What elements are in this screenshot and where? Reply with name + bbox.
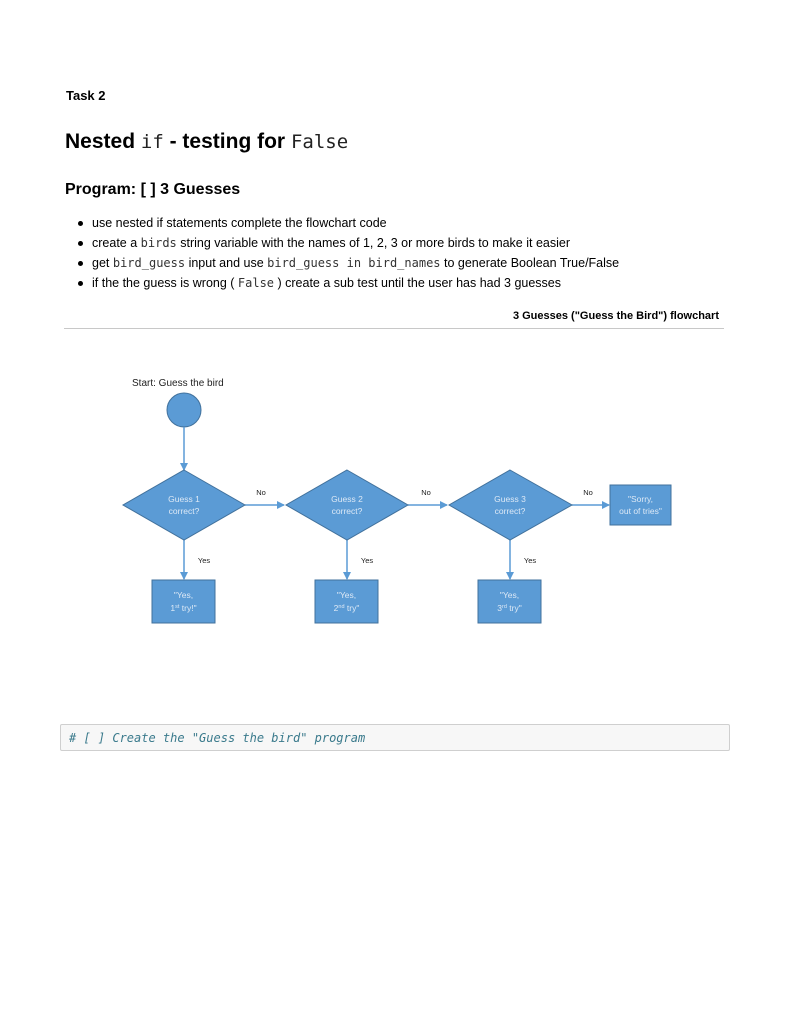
instruction-item: if the the guess is wrong ( False ) crea… [78, 273, 619, 293]
out-of-tries-line1: "Sorry, [628, 494, 653, 504]
yes-label-3: Yes [524, 556, 536, 565]
flowchart: Start: Guess the bird No No No Yes Yes Y… [121, 378, 672, 624]
result-box-2 [314, 579, 379, 624]
title-prefix: Nested [65, 130, 136, 153]
instruction-text: create a [92, 236, 141, 250]
result-3-sup: rd [502, 604, 507, 610]
instruction-text: to generate Boolean True/False [440, 256, 620, 270]
result-box-3 [477, 579, 542, 624]
yes-label-1: Yes [198, 556, 210, 565]
result-2-rest: try" [345, 603, 360, 613]
inline-code: bird_guess in bird_names [267, 256, 441, 270]
code-cell[interactable]: # [ ] Create the "Guess the bird" progra… [60, 724, 730, 751]
decision-guess-3-line2: correct? [495, 506, 526, 516]
decision-guess-2-line2: correct? [332, 506, 363, 516]
instruction-text: input and use [185, 256, 268, 270]
decision-guess-1 [121, 469, 247, 541]
decision-guess-1-line1: Guess 1 [168, 494, 200, 504]
instruction-text: string variable with the names of 1, 2, … [176, 236, 570, 250]
instruction-item: use nested if statements complete the fl… [78, 213, 619, 233]
result-1-num: 1 [170, 603, 175, 613]
no-label-2: No [421, 488, 431, 497]
instruction-list: use nested if statements complete the fl… [78, 213, 619, 293]
out-of-tries-line2: out of tries" [619, 506, 662, 516]
result-2-sup: nd [338, 604, 344, 610]
task-label: Task 2 [66, 88, 106, 103]
start-node [166, 392, 202, 428]
result-box-3-line1: "Yes, [500, 590, 519, 600]
no-label-1: No [256, 488, 266, 497]
instruction-item: create a birds string variable with the … [78, 233, 619, 253]
result-box-2-line2: 2nd try" [334, 603, 360, 613]
result-2-num: 2 [334, 603, 339, 613]
code-cell-comment: # [ ] Create the "Guess the bird" progra… [69, 731, 366, 745]
decision-guess-2-line1: Guess 2 [331, 494, 363, 504]
instruction-text: ) create a sub test until the user has h… [274, 276, 562, 290]
result-1-rest: try!" [179, 603, 196, 613]
divider [64, 328, 724, 329]
result-box-2-line1: "Yes, [337, 590, 356, 600]
decision-guess-2 [284, 469, 410, 541]
out-of-tries-box [609, 484, 672, 526]
result-box-1-line1: "Yes, [174, 590, 193, 600]
title-code-false: False [290, 131, 349, 153]
result-box-1 [151, 579, 216, 624]
inline-code: False [237, 276, 275, 290]
decision-guess-1-line2: correct? [169, 506, 200, 516]
flowchart-caption: 3 Guesses ("Guess the Bird") flowchart [512, 310, 719, 322]
inline-code: birds [140, 236, 177, 250]
result-1-sup: st [175, 604, 180, 610]
instruction-text: if the the guess is wrong ( [92, 276, 238, 290]
page-title: Nested if - testing for False [65, 130, 348, 154]
no-label-3: No [583, 488, 593, 497]
inline-code: bird_guess [112, 256, 186, 270]
instruction-text: get [92, 256, 113, 270]
program-heading: Program: [ ] 3 Guesses [65, 181, 241, 198]
yes-label-2: Yes [361, 556, 373, 565]
result-3-rest: try" [507, 603, 522, 613]
title-code-if: if [140, 131, 164, 153]
decision-guess-3 [447, 469, 574, 541]
result-box-1-line2: 1st try!" [170, 603, 196, 613]
instruction-item: get bird_guess input and use bird_guess … [78, 253, 619, 273]
title-middle: - testing for [169, 130, 286, 153]
decision-guess-3-line1: Guess 3 [494, 494, 526, 504]
result-box-3-line2: 3rd try" [497, 603, 521, 613]
start-label: Start: Guess the bird [132, 378, 224, 389]
instruction-text: use nested if statements complete the fl… [92, 216, 387, 230]
result-3-num: 3 [497, 603, 502, 613]
